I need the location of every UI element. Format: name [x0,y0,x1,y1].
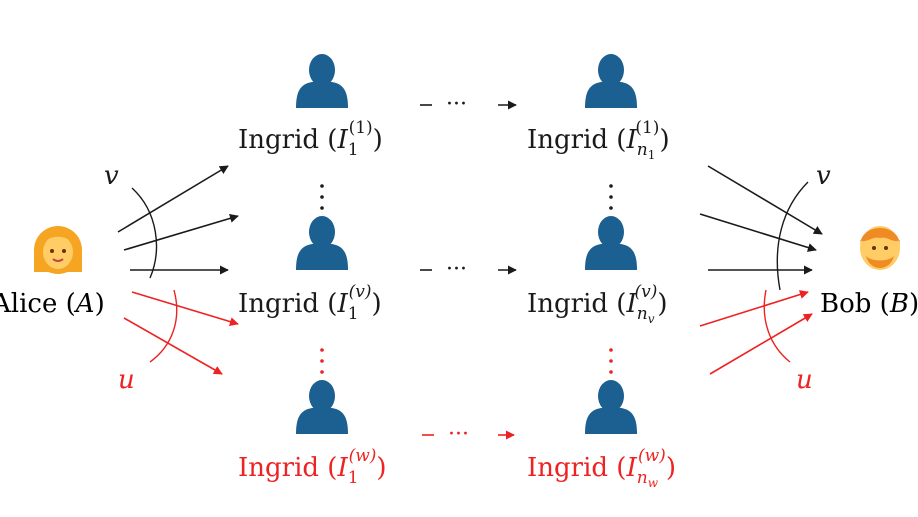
ingrid-1-1-label: Ingrid (I1(1)) [238,118,383,160]
ingrid-nv-v-label: Ingrid (Inv(v)) [527,282,668,326]
ingrid-1-v-label: Ingrid (I1(v)) [238,282,382,324]
ingrid-nw-w-icon [585,380,637,434]
ingrid-1-w-icon [296,380,348,434]
connector-row-1: ··· [420,92,517,117]
alice-icon [34,226,82,274]
vertical-dots-right-upper [609,184,613,210]
alice-arc-v-label: v [104,161,119,191]
bob-incoming-red-arrows [699,290,813,375]
bob-arc-u-label: u [796,365,813,395]
connector-row-v: ··· [420,257,517,282]
bob-arc-v-label: v [816,161,831,191]
ingrid-1-1-icon [296,54,348,108]
ingrid-1-v-icon [296,216,348,270]
bob-arc-v [776,181,809,291]
alice-arc-u [149,289,178,363]
alice-arc-u-label: u [118,365,135,395]
connector-row-w: ··· [422,422,515,447]
svg-text:···: ··· [446,257,467,282]
alice-outgoing-black-arrows [117,165,239,275]
ingrid-nv-v-icon [585,216,637,270]
alice-label: Alice (A) [0,289,105,319]
ingrid-n1-1-icon [585,54,637,108]
ingrid-n1-1-label: Ingrid (In1(1)) [527,118,670,162]
bob-icon [860,226,900,270]
bob-label: Bob (B) [820,289,918,319]
svg-text:···: ··· [446,92,467,117]
vertical-dots-left-upper [320,184,324,210]
ingrid-nw-w-label: Ingrid (Inw(w)) [527,446,676,490]
vertical-dots-left-lower [320,348,324,374]
bob-arc-u [763,289,791,363]
ingrid-1-w-label: Ingrid (I1(w)) [238,446,387,488]
alice-outgoing-red-arrows [123,291,239,375]
svg-text:···: ··· [448,422,469,447]
bob-incoming-black-arrows [699,165,823,275]
vertical-dots-right-lower [609,348,613,374]
alice-arc-v [131,187,158,279]
